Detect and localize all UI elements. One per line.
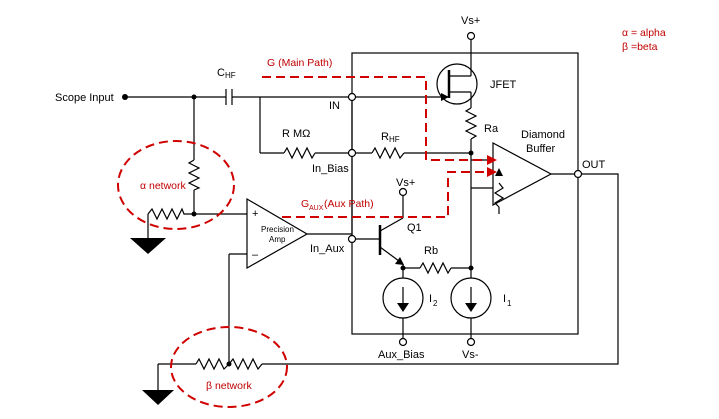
chf-subscript: HF <box>225 71 236 80</box>
legend-beta: β =beta <box>622 41 658 53</box>
out-node <box>573 169 583 179</box>
opamp-plus-sign: + <box>252 208 258 220</box>
aux-path-subscript: AUX <box>309 205 324 212</box>
in-bias-node <box>347 148 357 158</box>
diamond-buffer-label-2: Buffer <box>526 143 555 155</box>
rm-label: R MΩ <box>282 128 310 140</box>
q1-label: Q1 <box>407 222 422 234</box>
alpha-network-label: α network <box>140 180 187 192</box>
alpha-network-circuit <box>130 94 248 254</box>
q1-vs-plus-label: Vs+ <box>396 177 415 189</box>
feedback-wire <box>262 173 619 365</box>
main-path-arrow <box>487 155 497 165</box>
resistor-ra <box>464 107 478 271</box>
aux-bias-node <box>398 337 408 347</box>
aux-path-label-g: G <box>301 198 309 210</box>
legend-alpha: α = alpha <box>622 27 666 39</box>
i1-label: I <box>503 293 506 305</box>
beta-network-circuit <box>142 253 263 405</box>
main-path-label: G (Main Path) <box>267 57 332 69</box>
vs-plus-top-node <box>466 31 476 41</box>
current-source-i2 <box>382 268 424 339</box>
aux-bias-label: Aux_Bias <box>378 349 425 361</box>
transistor-q1 <box>356 196 404 265</box>
in-node <box>347 92 357 102</box>
rb-label: Rb <box>424 245 438 257</box>
ra-label: Ra <box>484 123 499 135</box>
diamond-buffer-label-1: Diamond <box>521 129 565 141</box>
in-bias-label: In_Bias <box>312 163 349 175</box>
precision-amp <box>246 197 352 270</box>
i2-subscript: 2 <box>433 299 438 308</box>
i2-label: I <box>429 293 432 305</box>
current-source-i1 <box>450 268 492 339</box>
jfet-transistor <box>436 40 478 108</box>
vs-minus-node <box>466 337 476 347</box>
precision-amp-label-1: Precision <box>261 225 294 234</box>
aux-path-label-rest: (Aux Path) <box>324 198 374 210</box>
main-path-dashes <box>262 76 493 161</box>
precision-amp-label-2: Amp <box>269 235 286 244</box>
scope-input-label: Scope Input <box>55 92 114 104</box>
aux-path-dashes <box>282 171 493 218</box>
chf-label: C <box>217 67 225 79</box>
vs-minus-label: Vs- <box>462 349 479 361</box>
vs-plus-top-label: Vs+ <box>461 15 480 27</box>
rhf-subscript: HF <box>389 135 400 144</box>
resistor-rm <box>259 97 372 160</box>
beta-network-outline <box>170 326 288 408</box>
alpha-network-outline <box>117 140 235 230</box>
in-aux-node <box>347 234 357 244</box>
aux-path-arrow <box>487 167 497 177</box>
in-label: IN <box>329 100 340 112</box>
i1-subscript: 1 <box>507 299 512 308</box>
resistor-rhf <box>371 146 471 160</box>
rhf-label: R <box>381 131 389 143</box>
in-aux-label: In_Aux <box>310 243 345 255</box>
jfet-label: JFET <box>490 79 517 91</box>
q1-vs-plus-node <box>398 187 408 197</box>
opamp-minus-sign: – <box>252 249 259 261</box>
capacitor-chf <box>225 89 233 105</box>
out-label: OUT <box>582 159 606 171</box>
beta-network-label: β network <box>206 380 252 392</box>
resistor-rb <box>400 261 471 275</box>
